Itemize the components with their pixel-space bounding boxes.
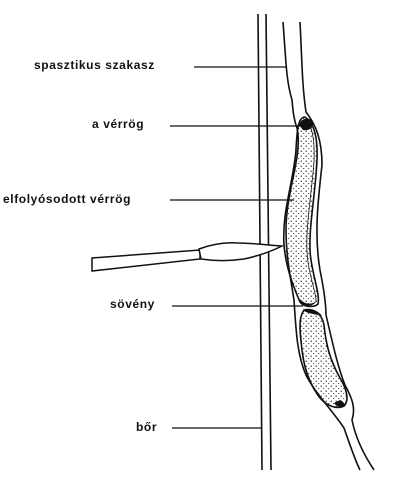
label-skin: bőr	[136, 420, 158, 434]
lower-clot	[299, 308, 348, 409]
label-spastic-segment: spasztikus szakasz	[34, 58, 155, 72]
upper-clot	[282, 116, 320, 308]
label-septum: sövény	[110, 297, 155, 311]
skin-lines	[257, 13, 272, 471]
label-clot: a vérrög	[92, 117, 145, 131]
leader-lines	[170, 66, 303, 429]
label-liquefied-clot: elfolyósodott vérrög	[3, 192, 132, 206]
needle	[91, 242, 285, 272]
